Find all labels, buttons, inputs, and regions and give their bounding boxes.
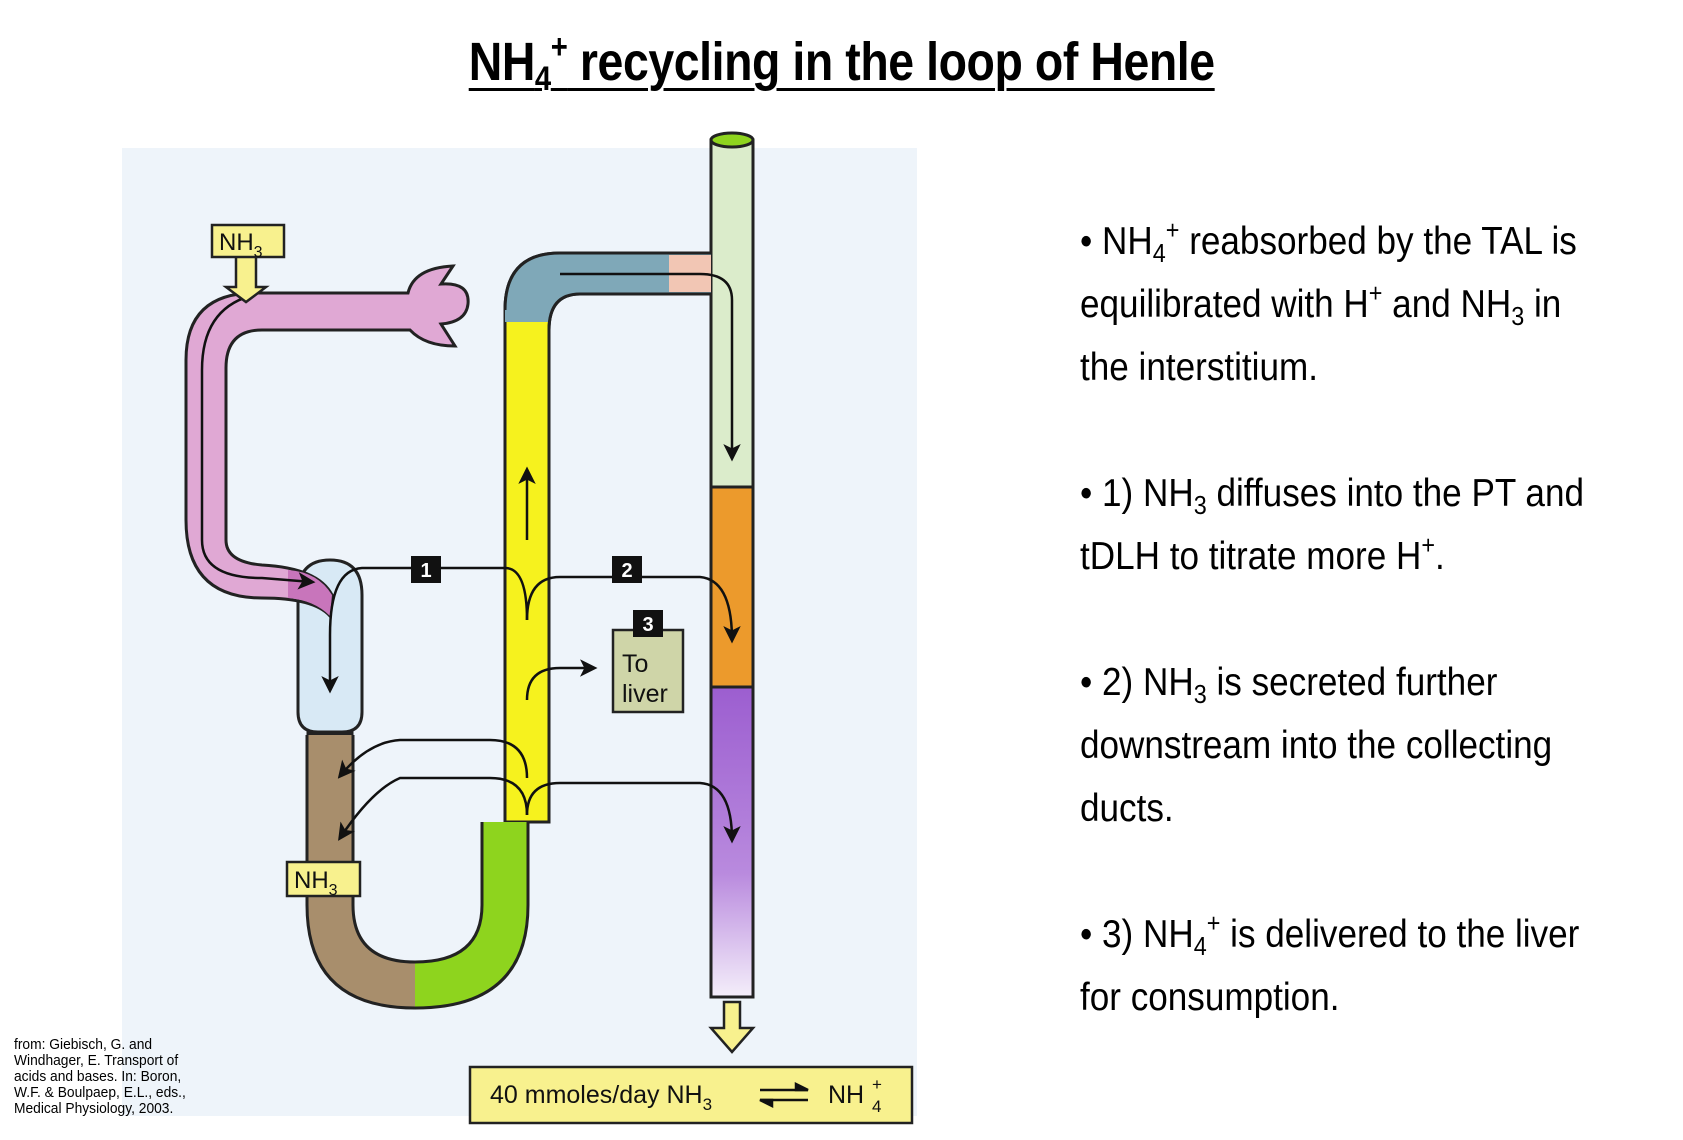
to-liver-line1: To: [622, 650, 648, 678]
bullet-2-sub: 3: [1193, 490, 1207, 520]
footer-text: 40 mmoles/day NH: [490, 1081, 703, 1109]
footer-right-nh: NH: [828, 1081, 864, 1109]
bullet-3-pre: • 2) NH: [1080, 661, 1194, 704]
nh3-bottom-text: NH: [294, 867, 329, 894]
footer-right-sub: 4: [872, 1097, 881, 1116]
bullet-3: • 2) NH3 is secreted further downstream …: [1080, 651, 1611, 840]
bullet-1-line2sub: 3: [1511, 301, 1525, 331]
diffusion-arrows: [321, 566, 741, 844]
bullet-1-line2sup: +: [1368, 278, 1383, 308]
bullet-4: • 3) NH4+ is delivered to the liver for …: [1080, 903, 1611, 1029]
bullet-4-pre: • 3) NH: [1080, 913, 1194, 956]
page-title: NH4+ recycling in the loop of Henle: [0, 28, 1683, 99]
bullet-1-line2a: equilibrated with H: [1080, 283, 1369, 326]
svg-text:40 mmoles/day NH3: 40 mmoles/day NH3: [490, 1081, 712, 1114]
bullet-2-line2a: tDLH to titrate more H: [1080, 535, 1422, 578]
outflow-arrow: [708, 1000, 756, 1054]
svg-text:NH3: NH3: [294, 867, 338, 899]
step-1-text: 1: [420, 560, 431, 582]
nh3-top-sub: 3: [254, 244, 263, 261]
bullet-list: • NH4+ reabsorbed by the TAL is equilibr…: [1080, 210, 1670, 1092]
bullet-2-pre: • 1) NH: [1080, 472, 1194, 515]
bullet-2-line2b: .: [1435, 535, 1445, 578]
bullet-3-sub: 3: [1193, 679, 1207, 709]
nh3-top-label: NH3: [210, 223, 286, 304]
svg-text:NH3: NH3: [219, 229, 263, 261]
title-nh: NH: [468, 32, 536, 92]
bullet-2: • 1) NH3 diffuses into the PT and tDLH t…: [1080, 462, 1611, 588]
bullet-1-line1: reabsorbed by the TAL is: [1179, 220, 1577, 263]
bullet-4-line1: is delivered to the liver: [1220, 913, 1580, 956]
citation-line-4: W.F. & Boulpaep, E.L., eds.,: [14, 1084, 186, 1101]
equilibrium-arrows-icon: [759, 1081, 809, 1109]
nh3-bottom-sub: 3: [329, 882, 338, 899]
title-sub: 4: [534, 60, 551, 98]
citation-line-5: Medical Physiology, 2003.: [14, 1100, 174, 1117]
nh3-top-text: NH: [219, 229, 254, 256]
bullet-4-sup: +: [1206, 908, 1221, 938]
bullet-1-pre: • NH: [1080, 220, 1153, 263]
citation: from: Giebisch, G. and Windhager, E. Tra…: [14, 1037, 226, 1117]
step-3-text: 3: [642, 614, 653, 636]
citation-line-2: Windhager, E. Transport of: [14, 1052, 179, 1069]
citation-line-1: from: Giebisch, G. and: [14, 1036, 153, 1053]
bullet-1: • NH4+ reabsorbed by the TAL is equilibr…: [1080, 210, 1611, 399]
to-liver-box: 3 To liver: [611, 610, 685, 714]
step-2-text: 2: [621, 560, 632, 582]
footer-sub: 3: [703, 1095, 712, 1114]
title-sup: +: [550, 28, 568, 66]
bullet-3-line1: is secreted further: [1206, 661, 1498, 704]
bullet-1-sub: 4: [1152, 238, 1166, 268]
bullet-1-line2c: in: [1524, 283, 1562, 326]
title-rest: recycling in the loop of Henle: [567, 32, 1215, 92]
step-1-badge: 1: [411, 556, 441, 583]
svg-text:NH: NH: [828, 1081, 864, 1109]
excretion-box: 40 mmoles/day NH3 NH + 4: [468, 1065, 914, 1125]
nh3-bottom-label: NH3: [285, 860, 362, 899]
bullet-1-sup: +: [1165, 215, 1180, 245]
bullet-1-line2b: and NH: [1382, 283, 1512, 326]
bullet-3-line2: downstream into the collecting: [1080, 724, 1553, 767]
flow-arrows: [200, 272, 741, 590]
bullet-3-line3: ducts.: [1080, 787, 1174, 830]
to-liver-line2: liver: [622, 680, 668, 708]
citation-line-3: acids and bases. In: Boron,: [14, 1068, 182, 1085]
bullet-2-line1: diffuses into the PT and: [1206, 472, 1584, 515]
bullet-1-line3: the interstitium.: [1080, 346, 1318, 389]
footer-right-sup: +: [872, 1075, 882, 1094]
bullet-2-line2sup: +: [1421, 530, 1436, 560]
collecting-duct: [709, 131, 755, 999]
bullet-4-sub: 4: [1193, 931, 1207, 961]
loop-bend: [305, 722, 530, 1010]
bullet-4-line2: for consumption.: [1080, 976, 1340, 1019]
step-2-badge: 2: [612, 556, 642, 583]
